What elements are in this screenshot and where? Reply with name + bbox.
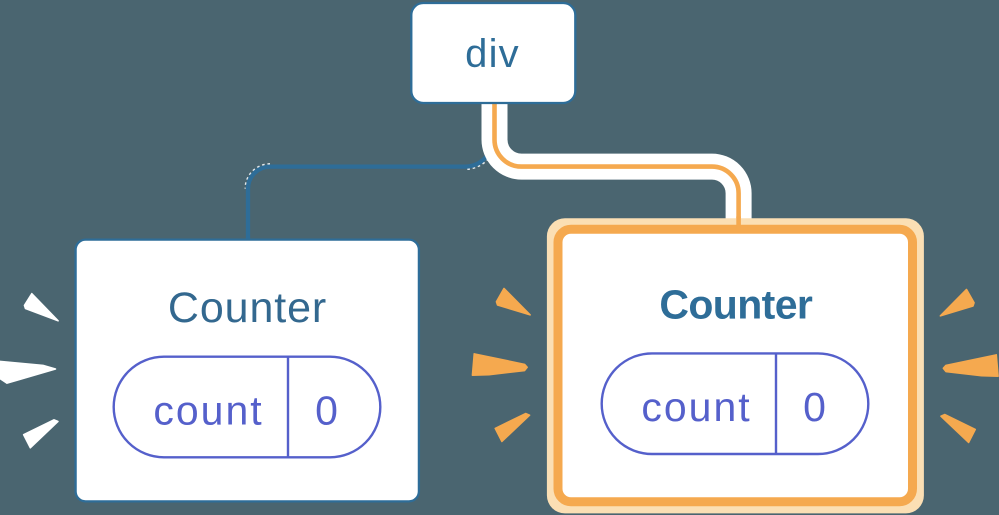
svg-text:Counter: Counter [168, 284, 327, 332]
svg-text:Counter: Counter [659, 282, 813, 328]
svg-text:0: 0 [803, 384, 826, 430]
svg-text:0: 0 [315, 387, 338, 433]
svg-text:count: count [641, 384, 751, 430]
svg-text:count: count [153, 388, 263, 434]
svg-text:div: div [465, 32, 520, 76]
